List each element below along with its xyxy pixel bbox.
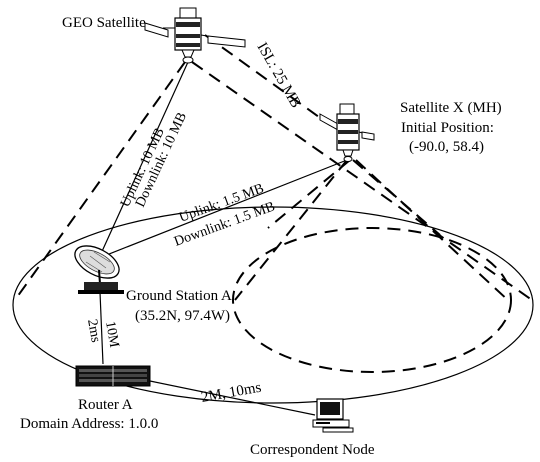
geo-beam-right — [191, 61, 533, 301]
gs-router-delay-label: 2ms — [84, 318, 103, 344]
geo-satellite-label: GEO Satellite — [62, 15, 146, 31]
satellite-x-icon — [319, 103, 375, 162]
satx-beam-4 — [355, 159, 511, 303]
router-icon — [75, 365, 151, 387]
ground-station-coords-label: (35.2N, 97.4W) — [135, 308, 230, 324]
ground-station-dish-icon — [74, 245, 124, 294]
satx-beam-2 — [267, 159, 351, 229]
satellite-x-footprint-ellipse — [232, 227, 512, 373]
geo-beam-left — [14, 61, 186, 301]
router-name-label: Router A — [78, 397, 133, 413]
gs-router-bandwidth-label: 10M — [102, 320, 121, 349]
geo-to-groundstation-link — [98, 61, 189, 259]
satellite-x-name-label: Satellite X (MH) — [400, 100, 502, 116]
router-domain-label: Domain Address: 1.0.0 — [20, 416, 158, 432]
satx-beam-1 — [234, 159, 348, 301]
outer-coverage-ellipse — [12, 206, 534, 404]
isl-link — [204, 34, 331, 126]
geo-satellite-icon — [144, 7, 246, 64]
satx-beam-3 — [352, 159, 441, 236]
correspondent-node-label: Correspondent Node — [250, 442, 375, 458]
satx-to-groundstation-link — [98, 157, 353, 259]
router-to-cn-link — [149, 380, 316, 416]
computer-icon — [312, 398, 354, 433]
groundstation-to-router-link — [99, 291, 104, 365]
ground-station-name-label: Ground Station A — [126, 288, 232, 304]
satellite-x-position-label: Initial Position: — [401, 120, 494, 136]
satellite-x-position-value: (-90.0, 58.4) — [409, 139, 484, 155]
